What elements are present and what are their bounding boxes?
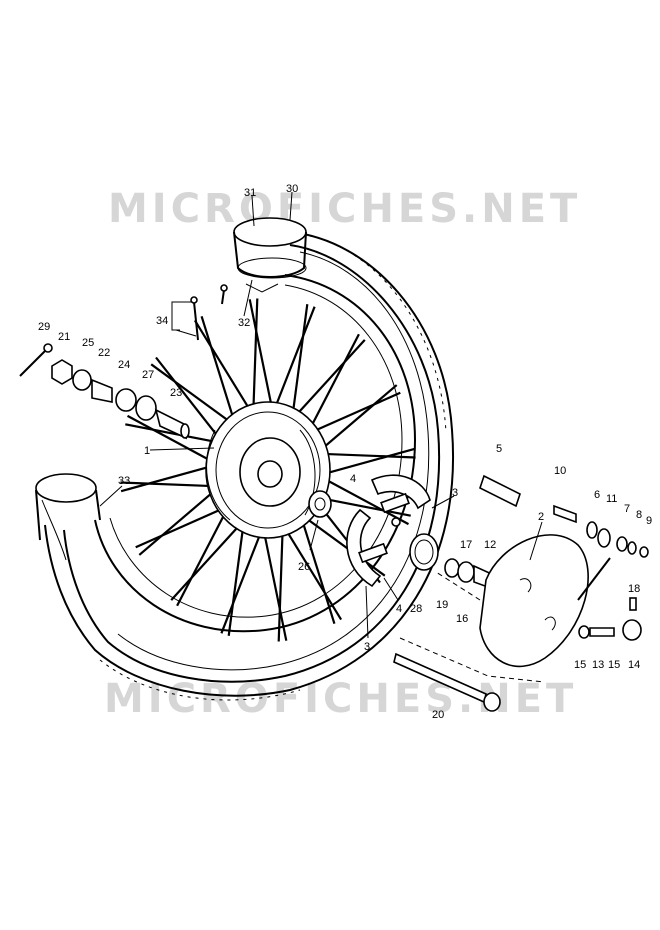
- callout-19: 19: [436, 599, 448, 611]
- callout-11: 11: [606, 493, 617, 505]
- callout-17: 17: [460, 539, 472, 551]
- callout-4: 4: [396, 603, 402, 615]
- callout-21: 21: [58, 331, 70, 343]
- callout-4: 4: [350, 473, 356, 485]
- callout-32: 32: [238, 317, 250, 329]
- callout-28: 28: [410, 603, 422, 615]
- callout-27: 27: [142, 369, 154, 381]
- callout-13: 13: [592, 659, 604, 671]
- callout-20: 20: [432, 709, 444, 721]
- callout-2: 2: [538, 511, 544, 523]
- callout-31: 31: [244, 187, 256, 199]
- callout-14: 14: [628, 659, 640, 671]
- watermark-top: MICROFICHES.NET: [108, 186, 581, 232]
- tube-valve-part: [233, 217, 307, 293]
- callout-8: 8: [636, 509, 642, 521]
- axle-bolt: [393, 652, 501, 712]
- callout-23: 23: [170, 387, 182, 399]
- callout-16: 16: [456, 613, 468, 625]
- tire-cut-section: [35, 473, 101, 561]
- callout-1: 1: [144, 445, 150, 457]
- axle-parts: [19, 343, 190, 440]
- leader-lines: [99, 191, 543, 639]
- callout-25: 25: [82, 337, 94, 349]
- callout-22: 22: [98, 347, 110, 359]
- callout-26: 26: [298, 561, 310, 573]
- callout-7: 7: [624, 503, 630, 515]
- callout-29: 29: [38, 321, 50, 333]
- callout-34: 34: [156, 315, 168, 327]
- watermark-bottom: MICROFICHES.NET: [104, 676, 577, 722]
- spoke-nipples: [190, 284, 228, 341]
- callout-10: 10: [554, 465, 566, 477]
- brake-arm-parts: [553, 504, 649, 558]
- adjuster-bolt: [479, 474, 521, 508]
- callout-24: 24: [118, 359, 130, 371]
- hub: [205, 401, 331, 539]
- brake-shoes: [346, 474, 431, 588]
- callout-33: 33: [118, 475, 130, 487]
- callout-30: 30: [286, 183, 298, 195]
- callout-15: 15: [574, 659, 586, 671]
- callout-3: 3: [364, 641, 370, 653]
- brake-panel: [479, 534, 611, 668]
- callout-12: 12: [484, 539, 496, 551]
- callout-15: 15: [608, 659, 620, 671]
- dust-seal: [308, 490, 332, 518]
- callout-6: 6: [594, 489, 600, 501]
- speedo-parts: [578, 597, 642, 641]
- callout-5: 5: [496, 443, 502, 455]
- callout-18: 18: [628, 583, 640, 595]
- callout-3: 3: [452, 487, 458, 499]
- tire: [44, 231, 454, 701]
- callout-labels: 1 2 3 3 4 4 5 6 7 8 9 10 11 12 13 14 15 …: [38, 183, 652, 721]
- callout-9: 9: [646, 515, 652, 527]
- brake-ring: [409, 533, 439, 571]
